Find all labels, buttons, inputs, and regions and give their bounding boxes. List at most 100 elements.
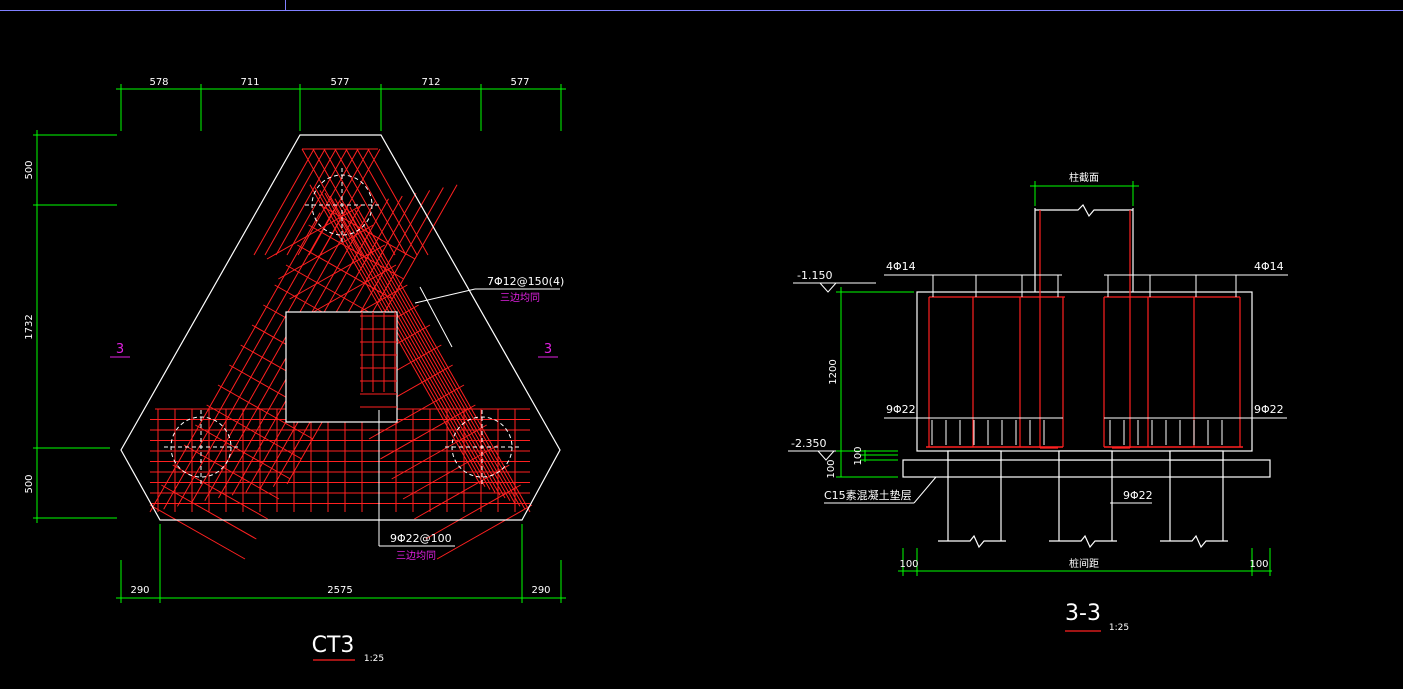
- rebar-bar-diagonal-left: [163, 209, 335, 510]
- left-dim-3: 500: [24, 474, 35, 493]
- left-dim-2: 1732: [24, 314, 35, 339]
- ct3-title: CT3: [312, 633, 355, 658]
- elevation-marker-top[interactable]: [793, 282, 876, 293]
- section-bottom-dim-right: 100: [1249, 559, 1268, 570]
- cushion-layer[interactable]: [902, 459, 1271, 478]
- left-bottom-rebar-label[interactable]: 9Φ22: [886, 403, 916, 416]
- rebar-mesh-group: [149, 148, 533, 560]
- section-scale: 1:25: [1109, 623, 1129, 633]
- pile-section-middle[interactable]: [1049, 450, 1117, 549]
- left-top-rebar-label[interactable]: 4Φ14: [886, 260, 916, 273]
- rebar-top-a: [345, 148, 407, 256]
- section-bottom-dim-left: 100: [899, 559, 918, 570]
- rebar-top-a: [367, 148, 429, 256]
- rebar-tie-left: [206, 404, 302, 460]
- section-title: 3-3: [1065, 601, 1101, 626]
- rebar-callout-1[interactable]: 7Φ12@150(4): [487, 275, 564, 288]
- rebar-bar-diagonal-right: [349, 206, 521, 507]
- rebar-tie-left: [183, 444, 280, 500]
- bottom-dim-2: 2575: [327, 585, 352, 596]
- cursor-crosshair: [0, 0, 1403, 11]
- rebar-callout-1-sub: 三边均同: [500, 292, 540, 304]
- top-dim-4: 712: [421, 77, 440, 88]
- rebar-tie-right: [414, 464, 510, 520]
- pile-section-left[interactable]: [938, 450, 1006, 549]
- pile-cap-section-outline[interactable]: [916, 291, 1253, 452]
- rebar-top-b: [297, 148, 359, 256]
- section-bottom-dim-mid: 桩间距: [1069, 557, 1099, 570]
- top-dim-2: 711: [240, 77, 259, 88]
- rebar-tie-left: [285, 264, 382, 320]
- right-bottom-rebar-label[interactable]: 9Φ22: [1254, 403, 1284, 416]
- rebar-bar-diagonal-right: [354, 209, 526, 510]
- column-outline[interactable]: [285, 311, 398, 423]
- rebar-tie-right: [391, 424, 487, 480]
- rebar-top-a: [334, 148, 396, 256]
- rebar-bar-diagonal-right: [334, 198, 506, 499]
- elevation-bottom-label[interactable]: -2.350: [791, 437, 826, 450]
- bottom-dimension-chain: [116, 524, 566, 603]
- column-top-dim: [1030, 181, 1139, 206]
- pile-rebar-label[interactable]: 9Φ22: [1123, 489, 1153, 502]
- rebar-bar-diagonal-right: [329, 195, 501, 496]
- rebar-tie-right: [266, 204, 363, 260]
- rebar-tie-left: [217, 384, 314, 440]
- rebar-bar-diagonal-left: [149, 212, 321, 513]
- bottom-dim-3: 290: [531, 585, 550, 596]
- column-stub[interactable]: [1034, 204, 1134, 292]
- height-dimension: [836, 287, 914, 478]
- cushion-dim-b: 100: [853, 446, 864, 465]
- section-mark-left[interactable]: 3: [116, 342, 124, 357]
- rebar-top-a: [301, 148, 363, 256]
- rebar-callout-1-leader: [414, 286, 560, 348]
- cushion-note[interactable]: C15素混凝土垫层: [824, 488, 912, 502]
- rebar-bar-diagonal-right: [314, 187, 486, 488]
- column-inner-mesh: [360, 312, 397, 408]
- rebar-bar-diagonal-left: [190, 204, 362, 504]
- left-dim-1: 500: [24, 160, 35, 179]
- rebar-callout-2[interactable]: 9Φ22@100: [390, 532, 452, 545]
- cushion-note-leader: [824, 476, 937, 504]
- rebar-tie-right: [380, 404, 476, 460]
- column-width-label: 柱截面: [1069, 171, 1099, 184]
- rebar-tie-right: [278, 224, 374, 280]
- rebar-tie-right: [436, 504, 533, 560]
- pile-circle-left[interactable]: [164, 410, 238, 484]
- bottom-dim-1: 290: [130, 585, 149, 596]
- rebar-bar-diagonal-right: [339, 201, 511, 502]
- top-dim-1: 578: [149, 77, 168, 88]
- pile-cap-outline[interactable]: [120, 134, 561, 521]
- rebar-tie-right: [289, 244, 385, 300]
- rebar-tie-left: [319, 204, 416, 260]
- section-3-3-view[interactable]: 柱截面 4Φ14 4: [788, 171, 1288, 633]
- rebar-top-b: [253, 148, 315, 256]
- top-dim-3: 577: [330, 77, 349, 88]
- left-dimension-chain: [33, 130, 117, 523]
- section-mark-right[interactable]: 3: [544, 342, 552, 357]
- rebar-top-a: [356, 148, 418, 256]
- rebar-tie-left: [161, 484, 257, 540]
- rebar-tie-right: [300, 264, 397, 320]
- rebar-top-b: [275, 148, 337, 256]
- pile-circle-top[interactable]: [305, 168, 379, 242]
- rebar-tie-right: [425, 484, 521, 540]
- section-bottom-dimension: [898, 548, 1272, 576]
- right-top-rebar-label[interactable]: 4Φ14: [1254, 260, 1284, 273]
- top-dim-5: 577: [510, 77, 529, 88]
- ct3-scale: 1:25: [364, 654, 384, 664]
- rebar-top-b: [319, 148, 381, 256]
- pile-circle-right[interactable]: [445, 410, 519, 484]
- rebar-top-a: [312, 148, 374, 256]
- cushion-dim-a: 100: [826, 459, 837, 478]
- elevation-top-label[interactable]: -1.150: [797, 269, 832, 282]
- pile-section-right[interactable]: [1160, 450, 1228, 549]
- rebar-bar-diagonal-right: [324, 192, 496, 493]
- section-rebar-group: [926, 210, 1243, 449]
- height-dim-label: 1200: [828, 359, 839, 384]
- ct3-plan-view[interactable]: 578 711 577 712 577 500 1732 500 290 257…: [24, 77, 566, 664]
- rebar-bar-diagonal-right: [344, 204, 516, 504]
- rebar-tie-left: [149, 504, 246, 560]
- rebar-callout-2-leader: [378, 410, 455, 547]
- rebar-top-b: [308, 148, 370, 256]
